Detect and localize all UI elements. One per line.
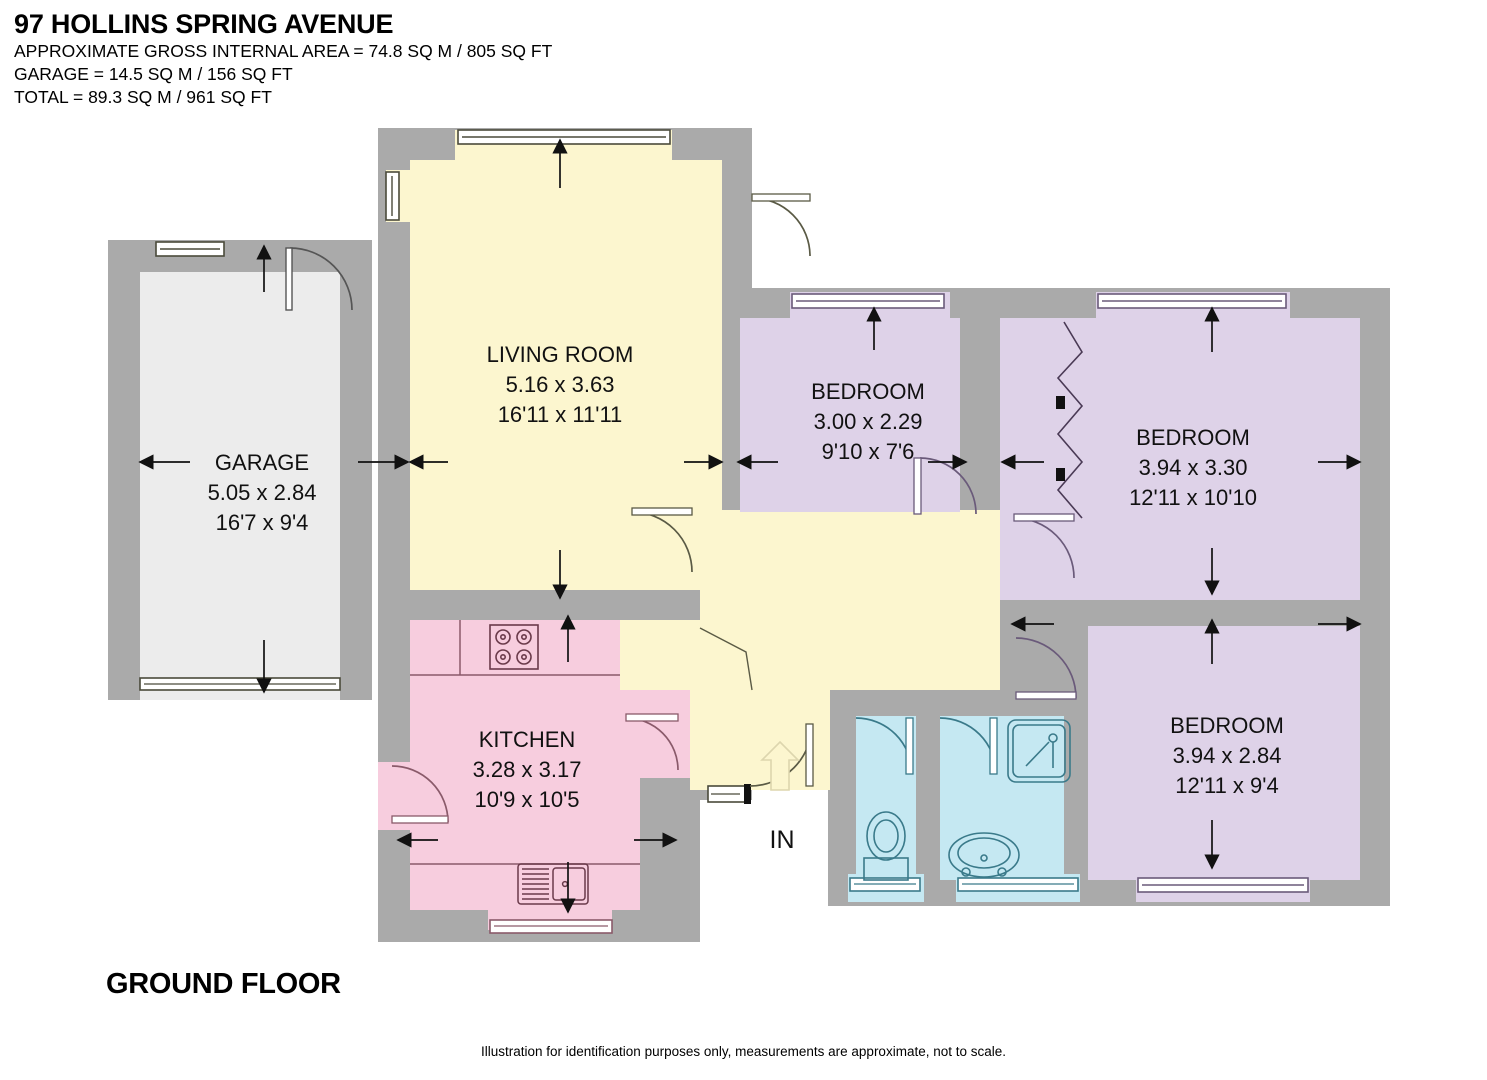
svg-text:BEDROOM: BEDROOM	[811, 379, 925, 404]
entrance-label: IN	[770, 826, 795, 854]
windows	[139, 129, 1309, 934]
hob-icon	[489, 624, 539, 670]
plan-header: 97 HOLLINS SPRING AVENUE APPROXIMATE GRO…	[14, 8, 552, 109]
svg-text:BEDROOM: BEDROOM	[1170, 713, 1284, 738]
room-label-garage: GARAGE 5.05 x 2.84 16'7 x 9'4	[208, 450, 317, 535]
svg-text:3.94 x 3.30: 3.94 x 3.30	[1139, 455, 1248, 480]
floor-label: GROUND FLOOR	[106, 968, 341, 1000]
svg-text:16'11 x 11'11: 16'11 x 11'11	[498, 402, 623, 427]
doors	[285, 193, 1077, 824]
svg-text:LIVING ROOM: LIVING ROOM	[487, 342, 634, 367]
svg-text:BEDROOM: BEDROOM	[1136, 425, 1250, 450]
svg-text:5.16 x 3.63: 5.16 x 3.63	[506, 372, 615, 397]
svg-text:3.00 x 2.29: 3.00 x 2.29	[814, 409, 923, 434]
entrance-arrow-icon	[760, 740, 800, 791]
area-line-garage: GARAGE = 14.5 SQ M / 156 SQ FT	[14, 64, 293, 84]
page-title: 97 HOLLINS SPRING AVENUE	[14, 9, 394, 39]
area-line-total: TOTAL = 89.3 SQ M / 961 SQ FT	[14, 87, 272, 107]
svg-text:10'9 x 10'5: 10'9 x 10'5	[474, 787, 579, 812]
room-label-bedroom-main: BEDROOM 3.94 x 3.30 12'11 x 10'10	[1129, 425, 1257, 510]
svg-text:3.28 x 3.17: 3.28 x 3.17	[473, 757, 582, 782]
room-label-bedroom-rear: BEDROOM 3.94 x 2.84 12'11 x 9'4	[1170, 713, 1284, 798]
dimension-arrows	[138, 138, 1362, 914]
built-in-wardrobe-icon	[1056, 321, 1084, 519]
svg-text:5.05 x 2.84: 5.05 x 2.84	[208, 480, 317, 505]
shower-tray-icon	[1007, 719, 1071, 783]
room-bathroom	[940, 716, 1080, 902]
room-label-living-room: LIVING ROOM 5.16 x 3.63 16'11 x 11'11	[487, 342, 634, 427]
svg-text:9'10 x 7'6: 9'10 x 7'6	[822, 439, 915, 464]
toilet-icon	[863, 811, 909, 881]
room-label-bedroom-small: BEDROOM 3.00 x 2.29 9'10 x 7'6	[811, 379, 925, 464]
svg-text:12'11 x 9'4: 12'11 x 9'4	[1175, 773, 1278, 798]
svg-text:GARAGE: GARAGE	[215, 450, 309, 475]
svg-text:KITCHEN: KITCHEN	[479, 727, 576, 752]
wash-basin-icon	[948, 832, 1020, 878]
disclaimer-text: Illustration for identification purposes…	[480, 1044, 1007, 1059]
svg-text:12'11 x 10'10: 12'11 x 10'10	[1129, 485, 1257, 510]
svg-text:3.94 x 2.84: 3.94 x 2.84	[1173, 743, 1282, 768]
room-label-kitchen: KITCHEN 3.28 x 3.17 10'9 x 10'5	[473, 727, 582, 812]
area-line-gross: APPROXIMATE GROSS INTERNAL AREA = 74.8 S…	[14, 41, 553, 61]
svg-text:16'7 x 9'4: 16'7 x 9'4	[216, 510, 309, 535]
